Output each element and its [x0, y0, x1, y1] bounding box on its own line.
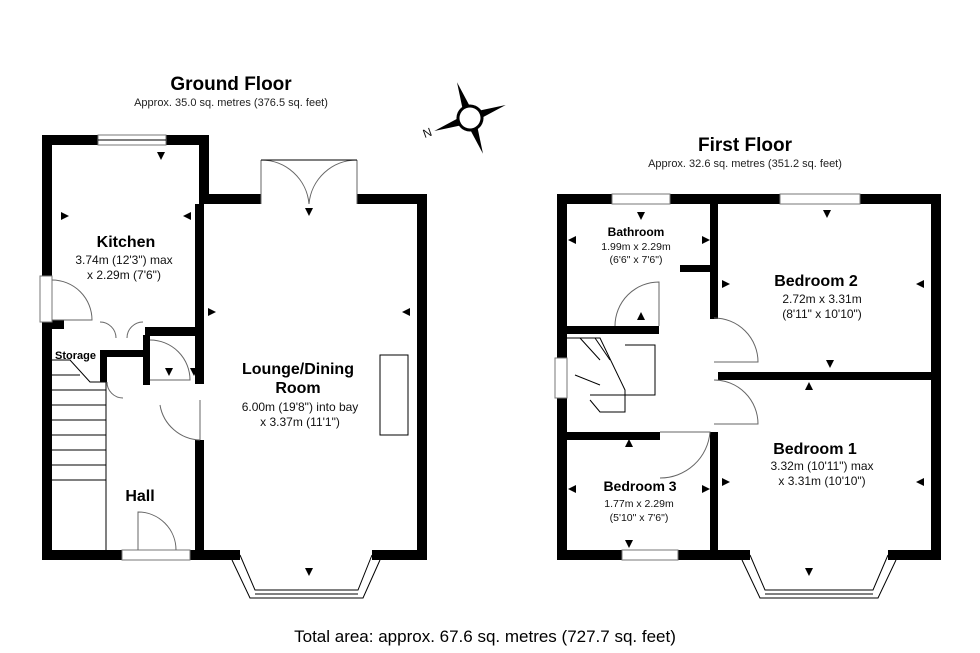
bedroom1-label: Bedroom 1: [773, 441, 857, 458]
ff-wall-bath-right: [710, 204, 718, 319]
gf-wall-right: [417, 194, 427, 560]
ff-wall-bath-stub: [680, 265, 712, 272]
gf-french-doors: [260, 159, 358, 205]
gf-dimension-arrows: [61, 152, 410, 576]
ff-bedroom3-door: [659, 431, 711, 479]
gf-wall-kitchen-top-right: [166, 135, 209, 145]
ff-window-landing: [554, 357, 568, 399]
gf-wall-bottom-left: [42, 550, 122, 560]
gf-staircase: [52, 359, 107, 550]
gf-kitchen-door-swing: [149, 339, 191, 381]
ff-wall-bed3-top: [567, 432, 660, 440]
bedroom3-dim-1: 1.77m x 2.29m: [604, 498, 674, 510]
gf-wall-storage-box: [100, 350, 150, 357]
ground-floor-plan: [39, 134, 427, 599]
ff-area: Approx. 32.6 sq. metres (351.2 sq. feet): [648, 158, 842, 170]
gf-wall-bottom-right: [372, 550, 427, 560]
gf-bay-window: [231, 554, 381, 599]
ff-title: First Floor: [698, 135, 793, 156]
gf-wall-bottom-mid: [190, 550, 240, 560]
ff-bathroom-door: [614, 281, 660, 327]
ff-wall-bath-bottom: [567, 326, 659, 334]
bathroom-label: Bathroom: [608, 225, 665, 239]
ff-bay-window: [741, 554, 897, 599]
gf-lounge-door-swing: [159, 400, 201, 441]
ff-wall-bottom-left: [557, 550, 622, 560]
ff-bedroom2-door: [713, 317, 759, 363]
ff-wall-top-right: [860, 194, 941, 204]
gf-wall-left: [42, 135, 52, 560]
bedroom2-label: Bedroom 2: [774, 273, 858, 290]
gf-front-door-swing: [137, 511, 177, 551]
kitchen-dim-2: x 2.29m (7'6"): [87, 268, 161, 282]
gf-wall-lounge-top-right: [357, 194, 427, 204]
gf-wall-hall-h1: [52, 320, 64, 329]
lounge-dim-1: 6.00m (19'8") into bay: [242, 400, 359, 414]
compass-north-label: N: [421, 125, 434, 141]
gf-window-side: [39, 275, 53, 323]
gf-wall-storage-post: [143, 335, 150, 385]
ff-window-bathroom: [611, 193, 671, 205]
gf-area: Approx. 35.0 sq. metres (376.5 sq. feet): [134, 97, 328, 109]
gf-wall-kitchen-top-left: [42, 135, 98, 145]
ff-wall-bed2-bottom: [718, 372, 931, 380]
ff-dimension-arrows: [568, 210, 924, 576]
ff-wall-top-left: [557, 194, 612, 204]
first-floor-plan: [554, 193, 941, 599]
gf-wall-storage-post2: [100, 350, 107, 382]
bedroom1-dim-2: x 3.31m (10'10"): [778, 474, 865, 488]
gf-title: Ground Floor: [170, 74, 292, 95]
bedroom3-dim-2: (5'10" x 7'6"): [610, 512, 669, 524]
ff-window-bedroom3: [621, 549, 679, 561]
total-area: Total area: approx. 67.6 sq. metres (727…: [294, 627, 676, 646]
gf-side-door-swing: [51, 279, 93, 321]
ff-bedroom1-door: [713, 379, 759, 425]
bedroom2-dim-2: (8'11" x 10'10"): [782, 307, 862, 321]
ff-wall-bottom-right: [888, 550, 941, 560]
lounge-dim-2: x 3.37m (11'1"): [260, 415, 340, 429]
gf-window-hall-front: [121, 549, 191, 561]
bedroom2-dim-1: 2.72m x 3.31m: [782, 292, 861, 306]
gf-wall-lounge-top-left: [199, 194, 261, 204]
gf-wall-lounge-divider-top: [195, 204, 204, 384]
bathroom-dim-2: (6'6" x 7'6"): [610, 254, 663, 266]
ff-wall-top-mid: [670, 194, 780, 204]
hall-label: Hall: [125, 488, 154, 505]
ff-staircase: [567, 337, 656, 413]
kitchen-dim-1: 3.74m (12'3") max: [75, 253, 172, 267]
ff-wall-bed1-left: [710, 432, 718, 560]
lounge-label-1: Lounge/Dining: [242, 361, 354, 378]
gf-wall-kitchen-right: [199, 135, 209, 198]
gf-chimney-breast: [379, 354, 409, 436]
bedroom3-label: Bedroom 3: [603, 478, 676, 494]
kitchen-label: Kitchen: [97, 234, 156, 251]
ff-window-bedroom2: [779, 193, 861, 205]
compass-rose: [434, 82, 506, 154]
gf-wall-hall-h2: [145, 327, 195, 336]
bathroom-dim-1: 1.99m x 2.29m: [601, 241, 671, 253]
storage-label: Storage: [55, 350, 96, 362]
lounge-label-2: Room: [275, 380, 320, 397]
gf-wall-lounge-divider-bottom: [195, 440, 204, 560]
bedroom1-dim-1: 3.32m (10'11") max: [770, 459, 873, 473]
gf-storage-doors: [99, 321, 144, 399]
ff-wall-right: [931, 194, 941, 560]
